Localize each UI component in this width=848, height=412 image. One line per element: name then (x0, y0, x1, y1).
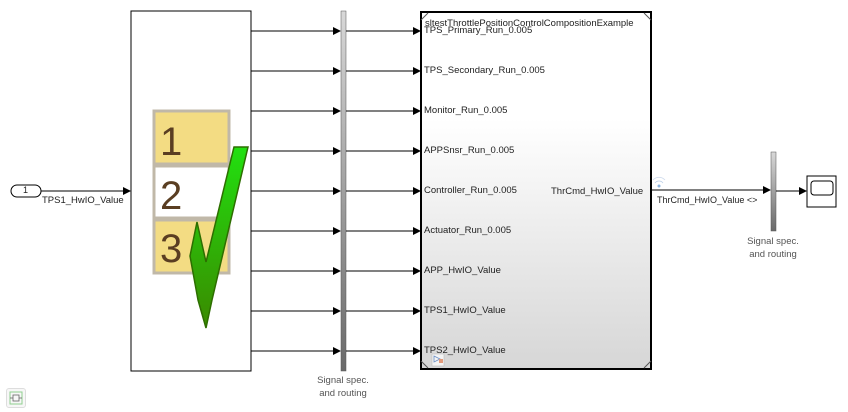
bus-right-caption: Signal spec. and routing (734, 235, 812, 261)
model-input-port-label: APP_HwIO_Value (424, 265, 501, 276)
signal-spec-bus-right[interactable] (770, 151, 777, 232)
sequence-digit-1: 1 (160, 120, 182, 164)
model-input-port-label: Actuator_Run_0.005 (424, 225, 512, 236)
signal-spec-bus-left[interactable] (340, 10, 347, 372)
model-output-port-label: ThrCmd_HwIO_Value (551, 186, 644, 197)
sequence-digit-3: 3 (160, 227, 182, 271)
bus-left-caption-line1: Signal spec. (317, 375, 369, 386)
bus-right-caption-line1: Signal spec. (747, 236, 799, 247)
wireless-signal-icon (652, 176, 666, 188)
model-input-port-label: APPSnsr_Run_0.005 (424, 145, 515, 156)
model-hierarchy-icon (9, 391, 23, 405)
output-signal-label: ThrCmd_HwIO_Value <> (657, 195, 758, 205)
model-input-port-label: Controller_Run_0.005 (424, 185, 517, 196)
inport-number: 1 (23, 185, 29, 195)
checkmark-icon (189, 146, 249, 329)
model-badge-icon (431, 353, 445, 367)
model-browser-toggle-button[interactable] (6, 388, 26, 408)
model-input-port-label: TPS2_HwIO_Value (424, 345, 506, 356)
model-input-port-label: Monitor_Run_0.005 (424, 105, 508, 116)
sequence-row-2 (152, 164, 231, 220)
input-signal-label: TPS1_HwIO_Value (42, 195, 124, 206)
model-input-port-label: TPS_Secondary_Run_0.005 (424, 65, 545, 76)
model-input-port-label: TPS_Primary_Run_0.005 (424, 25, 533, 36)
model-input-port-label: TPS1_HwIO_Value (424, 305, 506, 316)
bus-left-caption: Signal spec. and routing (304, 374, 382, 400)
sequence-row-1 (152, 109, 231, 166)
test-sequence-block[interactable]: 1 2 3 (130, 10, 252, 372)
scope-icon (810, 180, 834, 196)
sequence-digit-2: 2 (160, 174, 182, 218)
bus-right-caption-line2: and routing (749, 249, 797, 260)
model-title: sltestThrottlePositionControlComposition… (425, 18, 634, 29)
bus-left-caption-line2: and routing (319, 388, 367, 399)
scope-block[interactable] (806, 175, 837, 208)
